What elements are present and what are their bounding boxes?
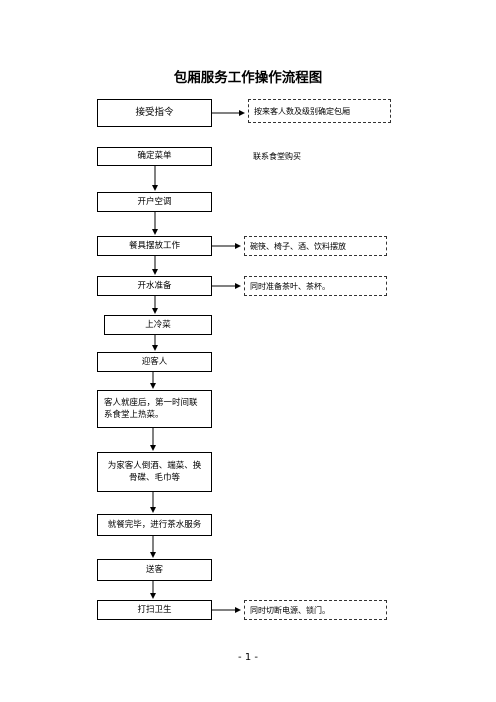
step-tea-service: 就餐完毕，进行茶水服务 xyxy=(97,514,212,536)
page-title: 包厢服务工作操作流程图 xyxy=(173,70,323,86)
note-confirm-room: 按来客人数及级别确定包厢 xyxy=(248,99,391,123)
step-see-off: 送客 xyxy=(97,559,212,581)
step-pour-wine: 为家客人倒酒、端菜、换骨碟、毛巾等 xyxy=(97,452,212,492)
step-turn-on-ac: 开户空调 xyxy=(97,192,212,212)
step-cleaning: 打扫卫生 xyxy=(97,600,212,620)
step-prepare-water: 开水准备 xyxy=(97,276,212,296)
page-number: - 1 - xyxy=(238,652,258,663)
note-contact-canteen: 联系食堂购买 xyxy=(253,151,301,161)
step-confirm-menu: 确定菜单 xyxy=(97,147,212,166)
step-serve-hot-dishes: 客人就座后，第一时间联系食堂上热菜。 xyxy=(97,390,212,428)
note-power-off-lock: 同时切断电源、锁门。 xyxy=(244,600,387,620)
step-greet-guests: 迎客人 xyxy=(97,352,212,372)
note-prepare-tea: 同时准备茶叶、茶杯。 xyxy=(244,276,387,296)
note-tableware-items: 碗筷、椅子、酒、饮料摆放 xyxy=(244,236,387,256)
step-receive-order: 接受指令 xyxy=(97,99,212,127)
step-serve-cold-dishes: 上冷菜 xyxy=(104,315,212,335)
step-tableware-setup: 餐具摆放工作 xyxy=(97,236,212,256)
